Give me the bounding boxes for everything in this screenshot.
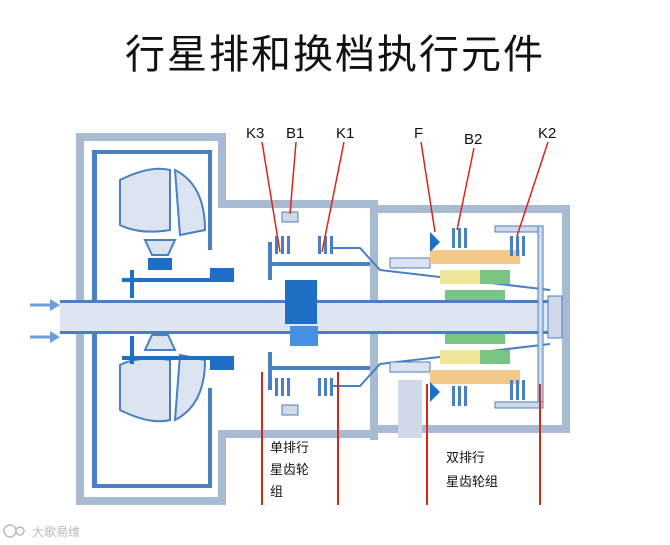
single-group-line1: 单排行 — [270, 441, 309, 456]
double-group-line2: 星齿轮组 — [446, 475, 498, 490]
watermark-text: 大歌易维 — [32, 524, 80, 539]
single-group-line3: 组 — [270, 485, 283, 500]
page-title: 行星排和换档执行元件 — [125, 32, 545, 78]
watermark-logo-icon — [3, 524, 25, 538]
torque-converter-upper — [119, 167, 234, 298]
label-k1: K1 — [336, 125, 354, 142]
single-planetary-set — [268, 211, 551, 416]
label-f: F — [414, 125, 423, 142]
arrow-right-icon — [30, 299, 60, 311]
torque-converter-lower — [119, 320, 234, 423]
label-k2: K2 — [538, 125, 556, 142]
single-group-line2: 星齿轮 — [270, 463, 309, 478]
label-k3: K3 — [246, 125, 264, 142]
callout-lines — [261, 141, 549, 253]
arrow-right-icon — [30, 331, 60, 343]
label-b2: B2 — [464, 131, 482, 148]
double-planetary-set — [389, 225, 544, 409]
double-group-line1: 双排行 — [446, 451, 485, 466]
label-b1: B1 — [286, 125, 304, 142]
group-brackets — [261, 372, 541, 505]
